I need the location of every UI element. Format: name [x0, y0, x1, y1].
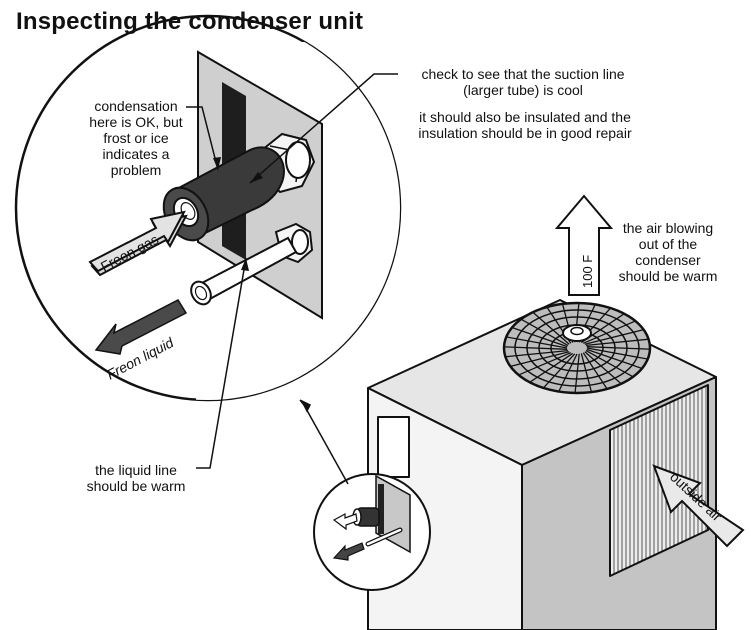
fan-spoke: [506, 349, 569, 358]
fan-spoke: [585, 350, 633, 377]
note-line: should be warm: [618, 268, 718, 284]
fan-spoke: [582, 352, 608, 389]
note-line: the air blowing: [622, 220, 714, 236]
note-line: it should also be insulated and the: [419, 109, 631, 125]
warm-air-arrow: 100 F: [554, 194, 614, 296]
fan-spoke: [582, 320, 635, 344]
fan-spoke: [558, 353, 578, 391]
fan-spoke: [521, 319, 569, 346]
pointer-lines: [299, 399, 349, 485]
fan-spoke: [580, 353, 592, 392]
fan-spoke: [504, 346, 568, 350]
fan-spoke: [586, 346, 650, 350]
insulation-note: it should also be insulated and the insu…: [396, 109, 654, 141]
suction-line-insulation: [162, 146, 285, 242]
fan-spoke: [586, 348, 642, 369]
note-line: condenser: [635, 252, 701, 268]
leader-lines: [186, 73, 398, 469]
fan-spoke: [507, 336, 568, 349]
fan-spoke: [512, 327, 568, 348]
note-line: indicates a: [102, 146, 170, 162]
fan-spoke: [574, 353, 580, 393]
fan-spoke: [586, 347, 647, 360]
fan-spoke: [533, 312, 570, 345]
inset-circle: [313, 473, 431, 591]
fan-spoke: [543, 353, 576, 388]
fan-spoke: [585, 338, 648, 347]
magnified-view: Freon gas Freon liquid: [14, 14, 402, 469]
liquid-line-note: the liquid line should be warm: [74, 462, 198, 494]
suction-line-note: check to see that the suction line (larg…: [400, 66, 646, 98]
page-title: Inspecting the condenser unit: [16, 8, 364, 35]
fan-spoke: [511, 351, 570, 367]
note-line: here is OK, but: [89, 114, 183, 130]
note-line: (larger tube) is cool: [463, 82, 583, 98]
temperature-label: 100 F: [580, 255, 595, 288]
condensation-note: condensation here is OK, but frost or ic…: [84, 98, 188, 178]
note-line: the liquid line: [95, 462, 177, 478]
note-line: insulation should be in good repair: [418, 125, 632, 141]
fan-spoke: [519, 352, 572, 376]
access-panel: [377, 416, 410, 478]
note-line: should be warm: [86, 478, 186, 494]
air-blowing-note: the air blowing out of the condenser sho…: [606, 220, 730, 284]
fan-spoke: [584, 329, 643, 345]
note-line: out of the: [638, 236, 698, 252]
note-line: problem: [110, 162, 162, 178]
note-line: condensation: [94, 98, 178, 114]
note-line: frost or ice: [103, 130, 169, 146]
fan-spoke: [530, 352, 574, 383]
fan-spoke: [584, 351, 621, 384]
note-line: check to see that the suction line: [421, 66, 625, 82]
fan-guard: [502, 301, 652, 395]
